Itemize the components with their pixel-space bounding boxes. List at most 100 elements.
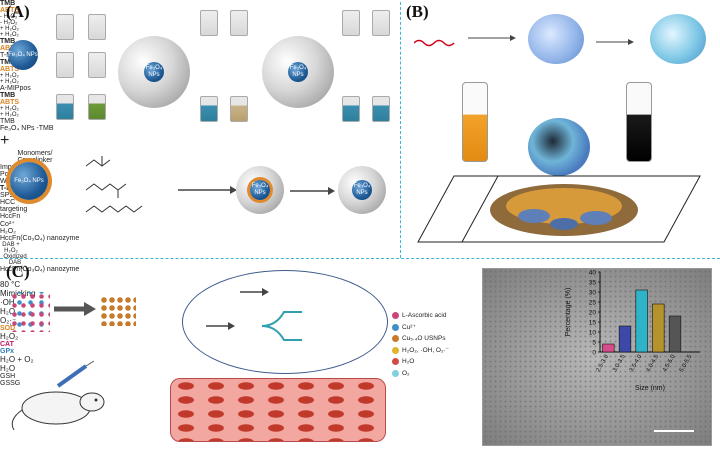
h2o2-label-b: H₂O₂ [0, 228, 16, 235]
x-tick-label: 3.5-4.0 [629, 353, 644, 373]
legend-label: Cu²⁺ [402, 324, 416, 332]
oh-radical: ·OH [0, 298, 15, 307]
y-tick-label: 40 [589, 270, 597, 277]
step-hcc: HCC [0, 199, 16, 206]
tem-micrograph [482, 268, 712, 446]
arrow-heating [54, 302, 96, 316]
monomer-structures [85, 156, 143, 213]
legend-swatch [392, 369, 399, 377]
plus-h2o2-a2: + H₂O₂ [0, 32, 19, 38]
syringe-icon [56, 360, 95, 388]
x-tick-label: 4.5-5.0 [662, 353, 677, 373]
legend-swatch [392, 335, 399, 343]
tmb-small-label: TMB [0, 118, 15, 125]
step-targeting: targeting [0, 206, 28, 213]
legend-label: O₂ [402, 369, 410, 377]
mip-intermediate-core: Fe₃O₄ NPs [250, 180, 270, 200]
gsh-label: GSH [0, 373, 16, 380]
vial-abts-top [88, 14, 106, 40]
sod-label: SOD [0, 325, 16, 332]
dab-left-label: DAB + H₂O₂ [2, 242, 20, 254]
h2o2-c: H₂O₂ [0, 332, 19, 341]
vial-abts-mid-bottom [230, 96, 248, 122]
a-mip-pos-core: Fe₃O₄ NPs [288, 62, 308, 82]
vial-abts-mid-top [230, 10, 248, 36]
y-axis-label: Percentage (%) [565, 288, 572, 337]
legend-item: H₂O₂, ·OH, O₂·⁻ [392, 346, 476, 354]
histogram-bar [652, 303, 665, 353]
minus-h2o2-a2: - H₂O₂ [0, 20, 18, 26]
dab-right-label: Oxidized DAB [3, 254, 27, 266]
h2o-o2: H₂O + O₂ [0, 355, 34, 364]
tmb-label-mid: TMB [0, 59, 16, 66]
legend-label: H₂O [402, 358, 415, 366]
x-tick-label: 3.0-3.5 [612, 353, 627, 373]
branch-lines [262, 311, 302, 341]
gssg-label: GSSG [0, 380, 21, 387]
fe3o4-nps-tmb-label: Fe₃O₄ NPs -TMB [0, 125, 54, 132]
legend-label: H₂O₂, ·OH, O₂·⁻ [402, 347, 450, 355]
t-mip-core: Fe₃O₄ NPs [352, 180, 372, 200]
arrow-imprinting [178, 186, 237, 194]
co2-label: Co²⁺ [0, 221, 15, 228]
histogram-bar [618, 325, 632, 353]
t-mip-neg-label: T-MIPneg [0, 52, 720, 59]
plus-h2o2-a1: + H₂O₂ [0, 26, 19, 32]
vial-tmb-right-top [342, 10, 360, 36]
precursor-cluster [10, 292, 50, 332]
panel-divider-vertical [400, 2, 401, 258]
tmb-label-bottom: TMB [0, 38, 16, 45]
panel-a-letter: (A) [6, 2, 30, 21]
tissue-label: Hepatocellular Carcinoma [0, 273, 87, 280]
tissue-slide [417, 175, 701, 243]
plus-h2o2-mid1: + H₂O₂ [0, 73, 19, 79]
legend-item: Cu₅.₄O USNPs [392, 335, 476, 342]
y-tick-label: 5 [592, 340, 596, 347]
vial-tmb-bottom [56, 94, 74, 120]
tmb-label-right: TMB [0, 92, 16, 99]
hccfn-label: HccFn [0, 213, 21, 220]
legend-item: H₂O [392, 358, 476, 366]
histogram-bar [635, 289, 648, 353]
arrow-co2 [596, 39, 634, 45]
legend-item: O₂ [392, 369, 476, 377]
micrograph-texture [483, 269, 711, 445]
legend-swatch [392, 324, 399, 331]
abts-label-mid: ABTS [0, 66, 20, 73]
plus-h2o2-mid2: + H₂O₂ [0, 79, 19, 85]
fe3o4-nps-tmb: Fe₃O₄ NPs [10, 162, 48, 200]
arrow-hcc [468, 35, 516, 41]
vial-abts-right-top [372, 10, 390, 36]
abts-label-right: ABTS [0, 99, 20, 106]
cat-label: CAT [0, 341, 14, 348]
fe3o4-nanoparticle: Fe₃O₄ NPs [8, 40, 38, 70]
o2-radical: O₂·⁻ [0, 316, 17, 325]
h2o-a: H₂O [0, 307, 16, 316]
peptide-squiggle [414, 39, 455, 47]
histogram-bar [668, 315, 682, 353]
hccfn-cage [528, 14, 584, 64]
scale-bar [654, 430, 694, 432]
arrow-sod [206, 322, 235, 330]
a-mip-pos-label: A-MIPpos [0, 85, 31, 92]
tmb-label-top: TMB [0, 0, 16, 7]
monomers-label: Monomers/ Crosslinker [17, 150, 53, 164]
nanozyme-cage [650, 14, 706, 64]
nanozyme-center-cage [528, 118, 590, 176]
panel-c-letter: (C) [6, 262, 30, 281]
mouse-illustration [11, 391, 105, 431]
legend-swatch [392, 347, 399, 355]
gpx-label: GPx [0, 348, 15, 355]
x-tick-label: 2.5-3.0 [596, 353, 611, 373]
legend-label: Cu₅.₄O USNPs [402, 335, 446, 343]
nanozyme-center-label: HccFn(Co₃O₄) nanozyme [0, 266, 80, 273]
reaction-ellipse [182, 270, 388, 374]
panel-b-letter: (B) [406, 2, 429, 21]
legend-item: L-Ascorbic acid [392, 312, 476, 319]
y-tick-label: 20 [589, 310, 597, 317]
vial-tmb-mid-top [200, 10, 218, 36]
x-tick-label: 4.0-4.5 [646, 353, 661, 373]
arrow-washing [290, 187, 335, 195]
abts-label-top: ABTS [0, 7, 20, 14]
